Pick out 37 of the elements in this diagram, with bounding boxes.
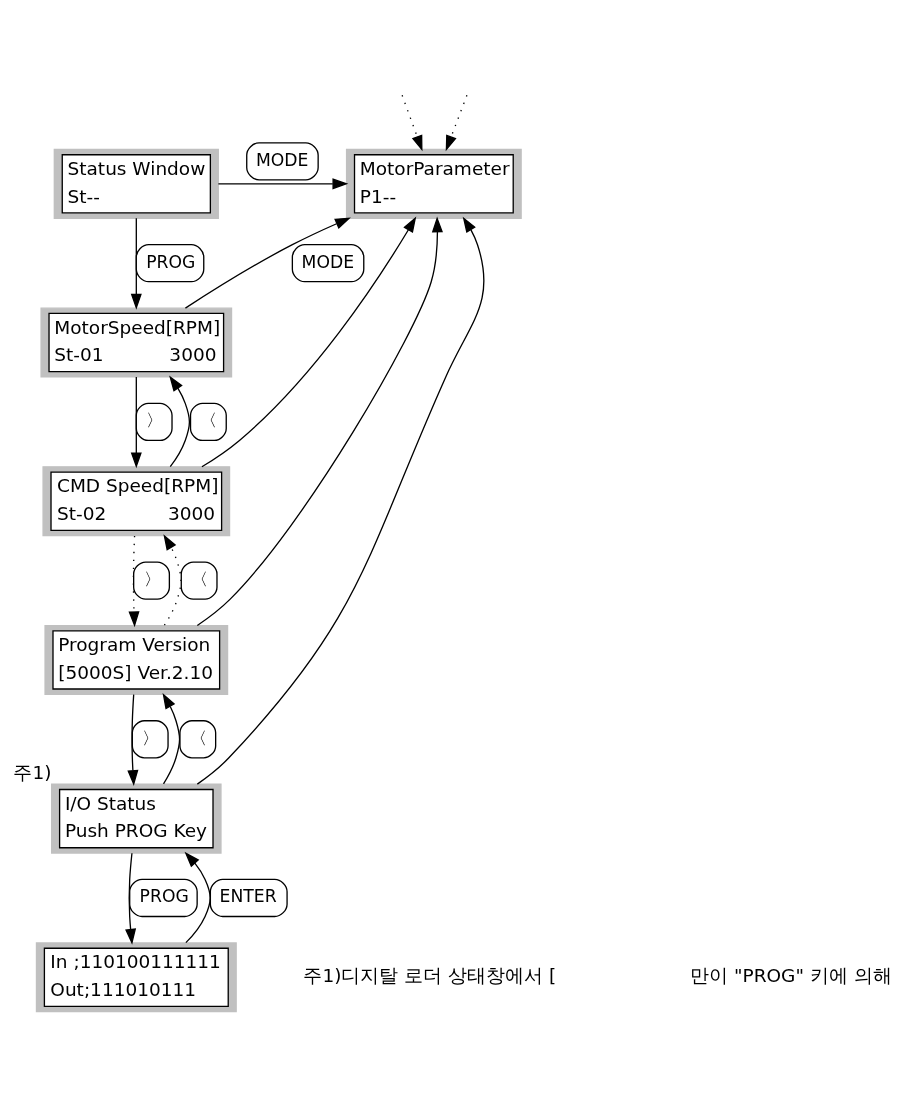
node-box: MotorParameter P1--: [345, 148, 522, 219]
arrow: [196, 216, 485, 785]
edge-label: PROG: [139, 886, 189, 907]
edge-label: ENTER: [219, 886, 277, 907]
node-box: Status Window St--: [53, 148, 219, 219]
edge-label: 〉: [142, 727, 160, 748]
edge-label: 〈: [189, 727, 207, 748]
node-box: CMD Speed[RPM] St-02 3000: [42, 466, 231, 537]
edge-label: MODE: [301, 251, 355, 272]
arrow: [184, 217, 351, 309]
arrow: [128, 535, 140, 628]
arrow: [127, 693, 139, 786]
edge-label: 〉: [143, 569, 161, 590]
node-label: 주1): [13, 762, 52, 784]
arrow: [169, 375, 191, 468]
arrow: [196, 216, 443, 627]
edge-label: 〈: [191, 569, 209, 590]
label: 만이 "PROG" 키에 의해: [690, 965, 892, 987]
arrow: [130, 217, 142, 310]
arrow: [184, 851, 211, 944]
arrow: [163, 534, 182, 626]
edge-label: 〉: [146, 410, 164, 431]
node-box: In ;110100111111 Out;111010111: [35, 942, 237, 1013]
arrow: [201, 216, 417, 468]
arrow: [401, 94, 423, 152]
node-box: MotorSpeed[RPM] St-01 3000: [40, 307, 233, 378]
edge-label: PROG: [146, 251, 196, 272]
arrow: [217, 178, 349, 190]
arrow: [445, 94, 468, 152]
node-box: I/O Status Push PROG Key: [51, 783, 222, 854]
arrow: [162, 693, 181, 785]
arrow: [130, 376, 142, 469]
node-box: Program Version [5000S] Ver.2.10: [44, 624, 229, 695]
arrow: [125, 852, 137, 945]
label: 주1)디지탈 로더 상태창에서 [: [303, 965, 557, 987]
edge-label: MODE: [255, 149, 309, 170]
edge-label: 〈: [200, 410, 218, 431]
